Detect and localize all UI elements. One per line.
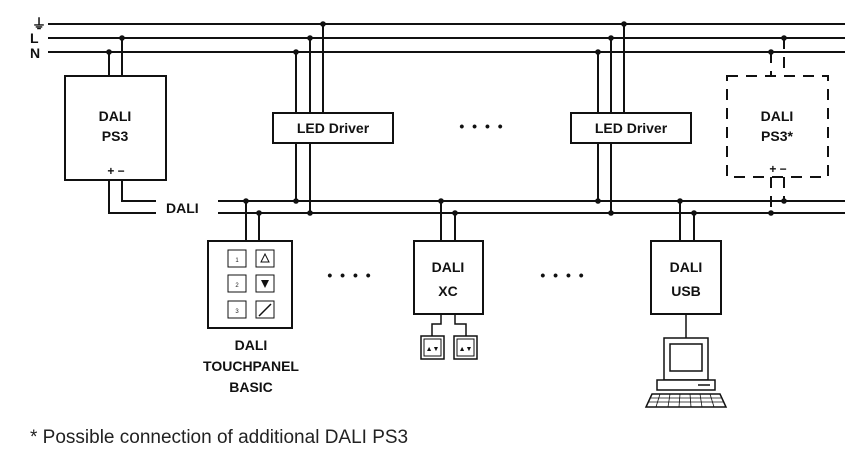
live-label: L — [30, 30, 39, 46]
led-driver-2-box — [570, 112, 692, 144]
touchpanel-title-line1: DALI — [235, 337, 268, 353]
led-driver-2-label: LED Driver — [595, 120, 668, 136]
ps3-box — [64, 75, 167, 181]
xc-title-line2: XC — [438, 283, 457, 299]
computer-icon — [644, 337, 728, 408]
up-triangle-icon — [260, 252, 270, 263]
touchpanel-button-2-label: 2 — [235, 283, 239, 289]
touchpanel-title-line3: BASIC — [229, 379, 273, 395]
ps3-title-line1: DALI — [99, 108, 132, 124]
usb-title-line1: DALI — [670, 259, 703, 275]
ps3-optional-polarity: + − — [769, 162, 786, 176]
touchpanel-box — [207, 240, 293, 329]
ps3-optional-title-line2: PS3* — [761, 128, 793, 144]
xc-switch-right — [453, 335, 478, 360]
down-triangle-icon — [261, 280, 269, 288]
neutral-label: N — [30, 45, 40, 61]
dali-bus-label: DALI — [166, 200, 199, 216]
touchpanel-button-3-label: 3 — [235, 309, 239, 315]
xc-box — [413, 240, 484, 315]
xc-title-line1: DALI — [432, 259, 465, 275]
ellipsis-bottom-left: • • • • — [327, 267, 372, 283]
touchpanel-button-1 — [227, 249, 247, 268]
ps3-title-line2: PS3 — [102, 128, 129, 144]
xc-switch-left — [420, 335, 445, 360]
ellipsis-bottom-right: • • • • — [540, 267, 585, 283]
ps3-optional-title-line1: DALI — [761, 108, 794, 124]
touchpanel-title-line2: TOUCHPANEL — [203, 358, 299, 374]
footnote: * Possible connection of additional DALI… — [30, 427, 408, 448]
ps3-optional-box — [726, 75, 829, 178]
ps3-polarity: + − — [107, 164, 124, 178]
usb-title-line2: USB — [671, 283, 701, 299]
earth-symbol: ⏚ — [32, 16, 46, 32]
touchpanel-button-2 — [227, 274, 247, 293]
usb-box — [650, 240, 722, 315]
dim-slash-icon — [258, 303, 272, 317]
ellipsis-top: • • • • — [459, 118, 504, 134]
touchpanel-up-button — [255, 249, 275, 268]
touchpanel-button-1-label: 1 — [235, 258, 239, 264]
led-driver-1-label: LED Driver — [297, 120, 370, 136]
xc-switch-right-arrows: ▲▼ — [459, 346, 473, 353]
xc-switch-left-arrows: ▲▼ — [426, 346, 440, 353]
touchpanel-button-3 — [227, 300, 247, 319]
led-driver-1-box — [272, 112, 394, 144]
